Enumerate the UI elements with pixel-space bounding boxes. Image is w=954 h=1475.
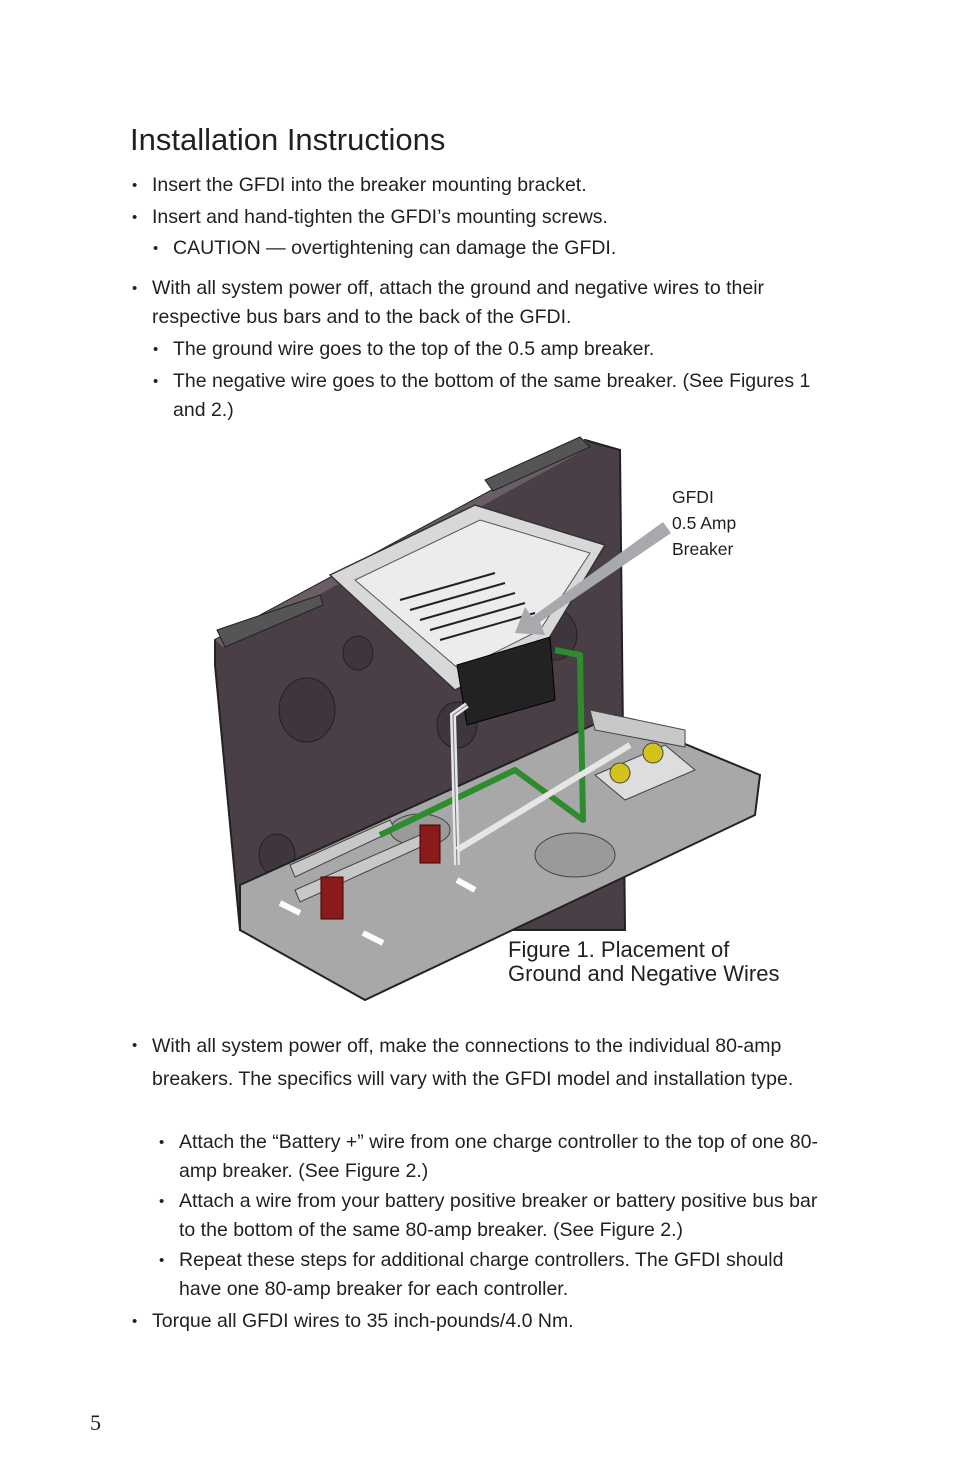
caption-line: Ground and Negative Wires	[508, 961, 780, 986]
list-item: Insert the GFDI into the breaker mountin…	[132, 171, 832, 200]
breaker-callout: GFDI 0.5 Amp Breaker	[672, 484, 736, 562]
figure-caption: Figure 1. Placement of Ground and Negati…	[508, 938, 779, 986]
list-item: The negative wire goes to the bottom of …	[153, 367, 833, 425]
caption-line: Figure 1. Placement of	[508, 937, 730, 962]
list-item: The ground wire goes to the top of the 0…	[153, 335, 833, 364]
callout-line: GFDI	[672, 487, 714, 507]
red-standoff	[320, 876, 344, 920]
page-number: 5	[90, 1410, 101, 1435]
list-item: Repeat these steps for additional charge…	[159, 1246, 829, 1304]
gfdi-installation-figure	[214, 436, 762, 1002]
list-item: Torque all GFDI wires to 35 inch-pounds/…	[132, 1307, 832, 1336]
list-item: With all system power off, attach the gr…	[132, 274, 832, 332]
red-standoff	[419, 824, 441, 864]
callout-line: 0.5 Amp	[672, 513, 737, 533]
ground-wire	[378, 647, 586, 838]
list-item: Insert and hand-tighten the GFDI’s mount…	[132, 203, 832, 232]
callout-arrow	[515, 522, 671, 635]
list-item: With all system power off, make the conn…	[132, 1030, 832, 1095]
list-item: Attach a wire from your battery positive…	[159, 1187, 829, 1245]
terminal-block	[594, 744, 696, 801]
list-item: CAUTION — overtightening can damage the …	[153, 234, 833, 263]
callout-line: Breaker	[672, 539, 734, 559]
list-item: Attach the “Battery +” wire from one cha…	[159, 1128, 829, 1186]
page-title: Installation Instructions	[130, 122, 446, 157]
